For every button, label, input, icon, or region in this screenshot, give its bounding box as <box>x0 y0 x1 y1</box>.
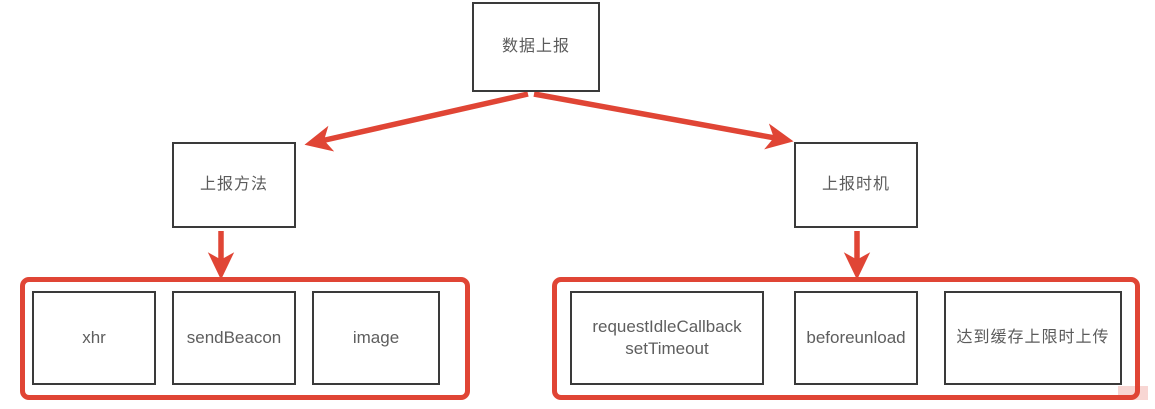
leaf-requestidlecallback-settimeout-label: requestIdleCallback setTimeout <box>592 316 742 358</box>
node-root-label: 数据上报 <box>501 38 570 56</box>
leaf-image[interactable]: image <box>312 291 440 385</box>
connector-root-to-timing <box>533 91 794 150</box>
leaf-xhr-label: xhr <box>82 327 106 347</box>
leaf-beforeunload[interactable]: beforeunload <box>794 291 918 385</box>
leaf-cache-limit-upload-label: 达到缓存上限时上传 <box>956 329 1110 347</box>
node-branch-reporting-timing[interactable]: 上报时机 <box>794 142 918 228</box>
node-branch-reporting-method[interactable]: 上报方法 <box>172 142 296 228</box>
leaf-sendbeacon[interactable]: sendBeacon <box>172 291 296 385</box>
leaf-cache-limit-upload[interactable]: 达到缓存上限时上传 <box>944 291 1122 385</box>
node-branch-reporting-timing-label: 上报时机 <box>821 176 890 194</box>
node-branch-reporting-method-label: 上报方法 <box>199 176 268 194</box>
render-artifact <box>1118 386 1148 400</box>
leaf-sendbeacon-label: sendBeacon <box>186 327 282 347</box>
leaf-image-label: image <box>352 327 400 347</box>
leaf-requestidlecallback-settimeout[interactable]: requestIdleCallback setTimeout <box>570 291 764 385</box>
leaf-xhr[interactable]: xhr <box>32 291 156 385</box>
leaf-beforeunload-label: beforeunload <box>806 327 906 347</box>
connector-root-to-method <box>304 91 529 152</box>
node-root-data-reporting[interactable]: 数据上报 <box>472 2 600 92</box>
